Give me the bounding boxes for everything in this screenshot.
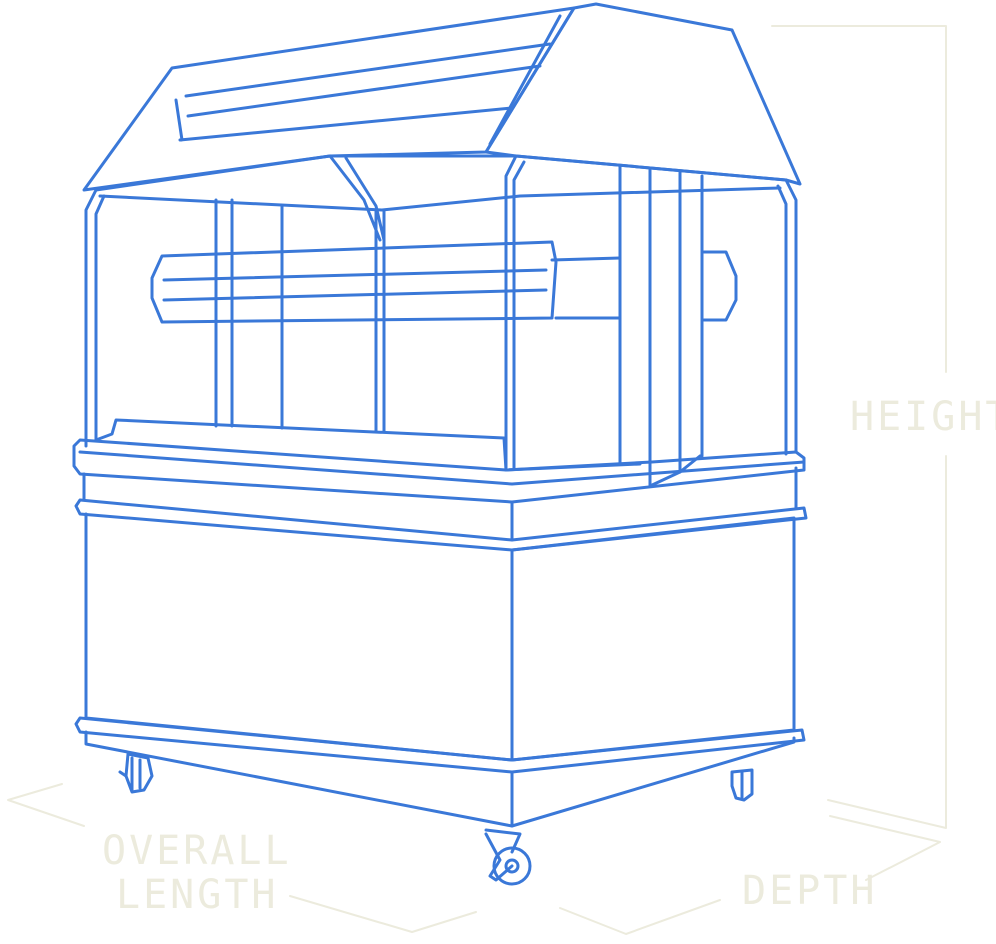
hood-inner-edge [488,14,562,146]
cabinet-side-panel [510,516,796,762]
caster-left-detail [118,756,142,792]
gantry-beam-front [150,240,558,324]
cabinet-top [72,438,806,504]
cabinet-upper-block [82,466,798,542]
caster-left [118,752,154,794]
cabinet-body [74,512,806,828]
cabinet-front-panel [84,512,514,762]
enclosure-frame [84,154,798,488]
frame-right-post [776,178,798,456]
gantry-beam-groove [162,268,548,302]
overall-length-label-line1: OVERALL [102,828,292,874]
caster-center-wheel [492,846,532,886]
cabinet-plinth [84,730,796,828]
caster-right [730,768,754,802]
gantry-beam-rear [550,256,622,320]
gantry-beam [150,240,738,324]
depth-dimension-line [559,815,941,935]
dimension-labels: HEIGHT OVERALL LENGTH DEPTH [102,394,996,918]
cabinet-top-rim [72,438,806,504]
cabinet-band-rail [74,498,808,552]
frame-back-rail [98,186,782,212]
caster-right-body [730,768,754,802]
hood [82,2,802,242]
caster-center-hub [504,858,520,874]
hood-slot [174,42,552,142]
overall-length-label-line2: LENGTH [116,872,279,918]
caster-center-mount [484,828,522,854]
dimension-guides [7,25,947,935]
frame-center-post [504,154,526,472]
caster-center-brake [484,832,514,882]
overall-length-dimension-line [7,783,477,933]
caster-center [484,828,532,886]
hood-left-panel [82,6,576,192]
gantry-end-cap [702,250,738,322]
frame-right-column [618,164,704,488]
height-label: HEIGHT [850,394,996,440]
cabinet-top-rim-inner [78,450,806,486]
height-dimension-line [771,25,947,829]
machine-outline [72,2,808,886]
depth-label: DEPTH [742,868,877,914]
hood-front-rail [94,154,788,192]
frame-inner-uprights [214,198,386,434]
work-bed [94,418,642,472]
cabinet-base-rail [74,716,806,774]
work-bed-surface [94,418,642,472]
frame-left-post [84,188,106,448]
